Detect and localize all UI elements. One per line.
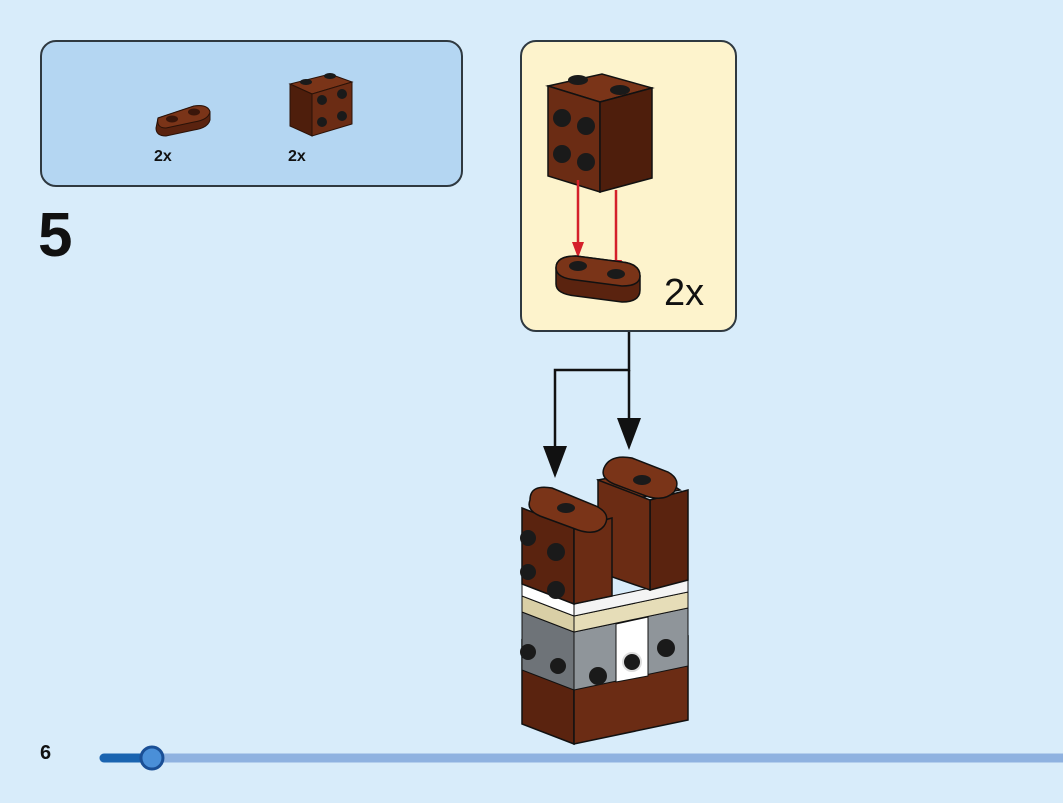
progress-indicator: [139, 745, 165, 771]
sub-assembly-callout: 2x: [520, 40, 737, 332]
part-quantity: 2x: [154, 148, 172, 165]
page-number: 6: [40, 742, 52, 764]
callout-quantity: 2x: [664, 272, 705, 314]
part-quantity: 2x: [288, 148, 306, 165]
callout-assembly-illustration: [545, 73, 655, 303]
step-number: 5: [38, 201, 73, 270]
brick-studs-side-icon: [288, 73, 354, 137]
parts-list-box: 2x 2x: [40, 40, 463, 187]
plate-1x2-icon: [155, 105, 211, 137]
